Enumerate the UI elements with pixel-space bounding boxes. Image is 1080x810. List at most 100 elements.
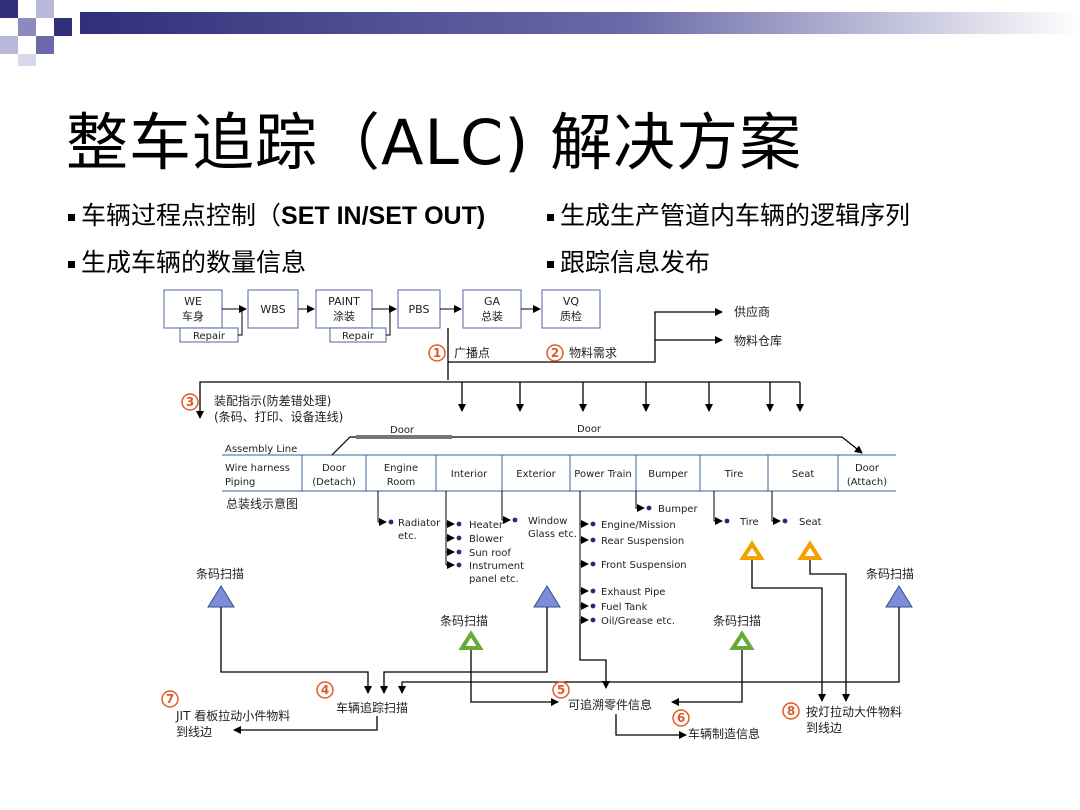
scanner-label-center: 条码扫描 <box>440 614 488 628</box>
part-seat: Seat <box>799 517 822 528</box>
scanner-triangle-left <box>207 585 235 608</box>
station-label: Power Train <box>574 469 631 480</box>
process-box-we <box>163 289 223 329</box>
process-box-paint <box>315 289 373 329</box>
header-decoration <box>0 0 1080 66</box>
scanner-triangle-green-2 <box>729 630 755 650</box>
part-oil-grease: Oil/Grease etc. <box>601 616 675 627</box>
process-box-vq <box>541 289 601 329</box>
station-label: Seat <box>792 469 815 480</box>
andon-triangle-seat <box>797 540 823 560</box>
part-exhaust-pipe: Exhaust Pipe <box>601 587 665 598</box>
station-label: Bumper <box>648 469 688 480</box>
vq-label: VQ <box>563 295 580 308</box>
step-5: 5 可追溯零件信息 <box>552 681 652 712</box>
part-etc: etc. <box>398 531 417 542</box>
step-3: 3 装配指示(防差错处理) (条码、打印、设备连线) <box>181 393 343 424</box>
warehouse-label: 物料仓库 <box>734 333 782 348</box>
scanners: 条码扫描 条码扫描 条码扫描 条码扫描 <box>196 540 914 650</box>
step-3-line1: 装配指示(防差错处理) <box>214 393 331 408</box>
process-box-pbs <box>397 289 441 329</box>
part-blower: Blower <box>469 534 504 545</box>
step-5-label: 可追溯零件信息 <box>568 697 652 712</box>
assembly-line-title: Assembly Line <box>225 444 297 455</box>
step-3-number: 3 <box>186 395 194 409</box>
step-8: 8 按灯拉动大件物料 到线边 <box>782 702 902 735</box>
step-6: 6 车辆制造信息 <box>672 709 760 741</box>
part-heater: Heater <box>469 520 504 531</box>
scanner-triangle-green-1 <box>458 630 484 650</box>
process-box-ga <box>462 289 522 329</box>
tracking-flow-lines <box>220 560 900 739</box>
part-panel: panel etc. <box>469 574 519 585</box>
part-rear-suspension: Rear Suspension <box>601 536 684 547</box>
station-label: Door <box>855 463 880 474</box>
step-3-line2: (条码、打印、设备连线) <box>214 409 343 424</box>
scanner-triangle-exterior <box>533 585 561 608</box>
step-7-line1: JIT 看板拉动小件物料 <box>175 708 290 723</box>
door-label-left: Door <box>390 425 415 436</box>
bullet-quantity-info: 生成车辆的数量信息 <box>68 243 306 279</box>
bullet-marker <box>547 260 554 268</box>
bullet-logical-sequence: 生成生产管道内车辆的逻辑序列 <box>547 196 910 232</box>
step-8-number: 8 <box>787 704 795 718</box>
station-label: Tire <box>724 469 744 480</box>
step-4: 4 车辆追踪扫描 <box>316 681 408 715</box>
repair-label-2: Repair <box>342 331 375 342</box>
scanner-label-right: 条码扫描 <box>866 567 914 581</box>
parts-lists: Radiator etc. Heater Blower Sun roof Ins… <box>377 491 822 627</box>
bullet-marker <box>68 260 75 268</box>
bullet-marker <box>68 213 75 221</box>
part-sun-roof: Sun roof <box>469 548 511 559</box>
station-label: Room <box>387 477 415 488</box>
part-bumper: Bumper <box>658 504 698 515</box>
door-label-right: Door <box>577 424 602 435</box>
bullet-marker <box>547 213 554 221</box>
part-fuel-tank: Fuel Tank <box>601 602 648 613</box>
assembly-caption: 总装线示意图 <box>226 496 298 511</box>
bullet-text: 生成车辆的数量信息 <box>81 248 307 277</box>
station-label: (Detach) <box>312 477 356 488</box>
step-7-number: 7 <box>166 692 174 706</box>
part-glass: Glass etc. <box>528 529 577 540</box>
step-6-number: 6 <box>677 711 685 725</box>
assembly-line: Assembly Line Door Door Wire harnessPipi… <box>222 424 896 511</box>
ga-label: GA <box>484 295 501 308</box>
step-6-label: 车辆制造信息 <box>688 726 760 741</box>
station-label: Interior <box>451 469 488 480</box>
supplier-label: 供应商 <box>734 304 770 319</box>
step-2: 2 物料需求 <box>546 344 617 362</box>
station-label: Engine <box>384 463 418 474</box>
step-2-label: 物料需求 <box>569 346 617 360</box>
alc-diagram: WE 车身 Repair WBS PAINT 涂装 Repair PBS GA … <box>161 289 914 741</box>
process-flow <box>163 289 601 343</box>
broadcast-lines <box>196 308 804 419</box>
station-label: Exterior <box>516 469 556 480</box>
bullet-text-en: SET IN/SET OUT) <box>281 202 486 230</box>
bullet-tracking-publish: 跟踪信息发布 <box>547 243 710 279</box>
station-label: Piping <box>225 477 255 488</box>
step-7: 7 JIT 看板拉动小件物料 到线边 <box>161 690 290 739</box>
step-4-label: 车辆追踪扫描 <box>336 700 408 715</box>
we-label: WE <box>184 295 202 308</box>
step-1-label: 广播点 <box>454 346 490 360</box>
andon-triangle-tire <box>739 540 765 560</box>
part-tire: Tire <box>739 517 759 528</box>
step-2-number: 2 <box>551 346 559 360</box>
step-5-number: 5 <box>557 683 565 697</box>
step-8-line1: 按灯拉动大件物料 <box>806 704 902 719</box>
process-labels: WE 车身 Repair WBS PAINT 涂装 Repair PBS GA … <box>182 295 582 342</box>
station-label: (Attach) <box>847 477 887 488</box>
station-label: Wire harness <box>225 463 290 474</box>
step-1: 1 广播点 <box>428 344 490 362</box>
process-box-wbs <box>247 289 299 329</box>
bullet-text: 车辆过程点控制（ <box>81 201 282 230</box>
we-sublabel: 车身 <box>182 309 204 323</box>
ga-sublabel: 总装 <box>481 309 503 323</box>
station-label: Door <box>322 463 347 474</box>
part-instrument: Instrument <box>469 561 524 572</box>
bullet-text: 跟踪信息发布 <box>560 248 711 277</box>
part-radiator: Radiator <box>398 518 441 529</box>
pbs-label: PBS <box>409 303 430 316</box>
